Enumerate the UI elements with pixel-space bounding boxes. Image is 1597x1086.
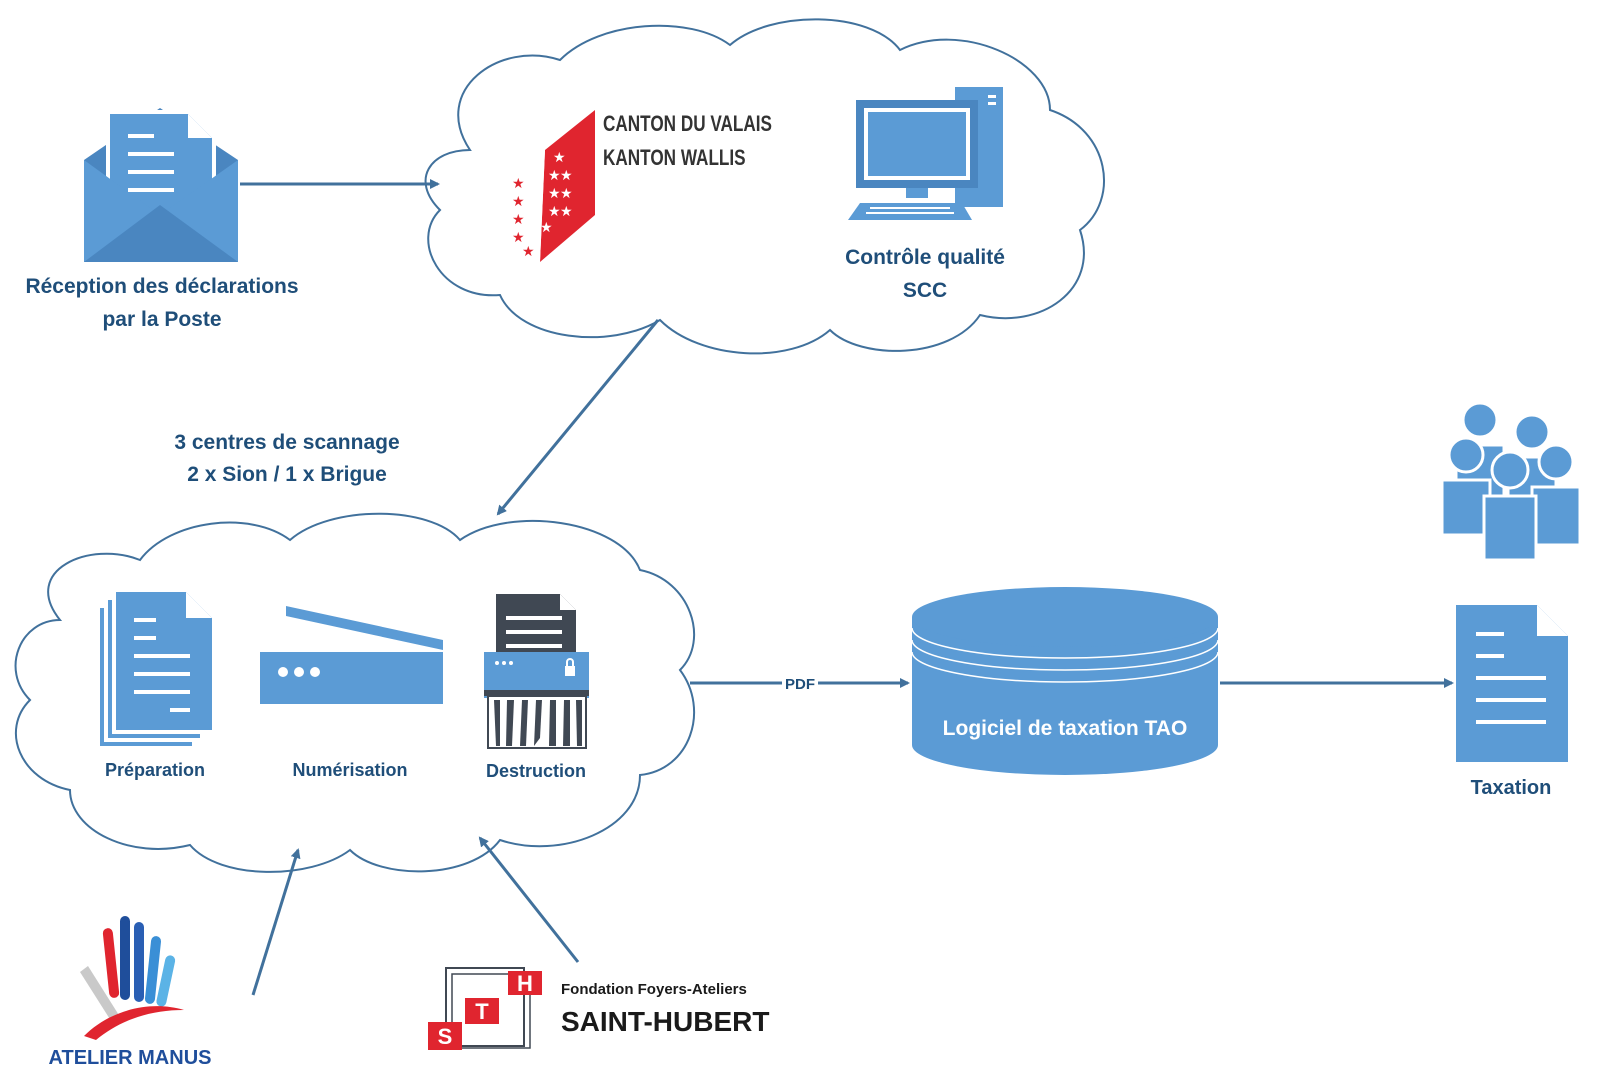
svg-text:★: ★ (548, 204, 561, 220)
user-group-icon (1440, 401, 1582, 562)
svg-text:★: ★ (512, 230, 525, 246)
document-icon (1456, 605, 1568, 762)
canton-name-line1: CANTON DU VALAIS (603, 112, 772, 137)
svg-text:★: ★ (512, 212, 525, 228)
centres-label-line1: 3 centres de scannage (174, 431, 399, 454)
pdf-label-bg (782, 674, 818, 692)
svg-text:★: ★ (553, 150, 566, 166)
canton-name-line2: KANTON WALLIS (603, 146, 746, 171)
svg-text:★: ★ (512, 194, 525, 210)
svg-text:★: ★ (560, 204, 573, 220)
preparation-label: Préparation (105, 760, 205, 780)
svg-text:★: ★ (560, 186, 573, 202)
flatbed-scanner-icon (260, 606, 443, 704)
valais-flag-icon: ★ ★ ★ ★ ★ ★ ★ ★ ★ ★ ★ ★ ★ (512, 110, 595, 262)
destruction-label: Destruction (486, 761, 586, 781)
logiciel-label: Logiciel de taxation TAO (943, 717, 1188, 740)
reception-label-line1: Réception des déclarations (25, 275, 298, 298)
svg-text:★: ★ (548, 168, 561, 184)
svg-text:★: ★ (522, 244, 535, 260)
controle-label-line2: SCC (903, 279, 947, 302)
arrow-manus-to-centres (251, 848, 301, 996)
envelope-letter-icon (84, 108, 238, 262)
reception-label-line2: par la Poste (102, 308, 221, 331)
atelier-manus-logo: ATELIER MANUS (49, 916, 212, 1069)
sth-letter-s: S (438, 1024, 453, 1049)
svg-text:★: ★ (548, 186, 561, 202)
saint-hubert-label: SAINT-HUBERT (561, 1006, 769, 1037)
svg-text:★: ★ (540, 220, 553, 236)
numerisation-label: Numérisation (292, 760, 407, 780)
desktop-computer-icon (848, 87, 1003, 220)
paper-shredder-icon (484, 594, 589, 749)
controle-label-line1: Contrôle qualité (845, 246, 1005, 269)
sth-letter-t: T (475, 999, 489, 1024)
arrow-canton-to-centres (496, 319, 660, 516)
atelier-manus-label: ATELIER MANUS (49, 1047, 212, 1069)
svg-text:★: ★ (560, 168, 573, 184)
fondation-label: Fondation Foyers-Ateliers (561, 981, 747, 998)
arrow-sth-to-centres (478, 836, 580, 963)
document-stack-icon (100, 592, 212, 746)
pdf-label: PDF (785, 676, 815, 693)
centres-label-line2: 2 x Sion / 1 x Brigue (187, 463, 387, 486)
taxation-label: Taxation (1471, 777, 1552, 799)
sth-letter-h: H (517, 971, 533, 996)
svg-text:★: ★ (512, 176, 525, 192)
database-cylinder-icon (911, 587, 1219, 775)
saint-hubert-logo: H T S (428, 967, 542, 1050)
